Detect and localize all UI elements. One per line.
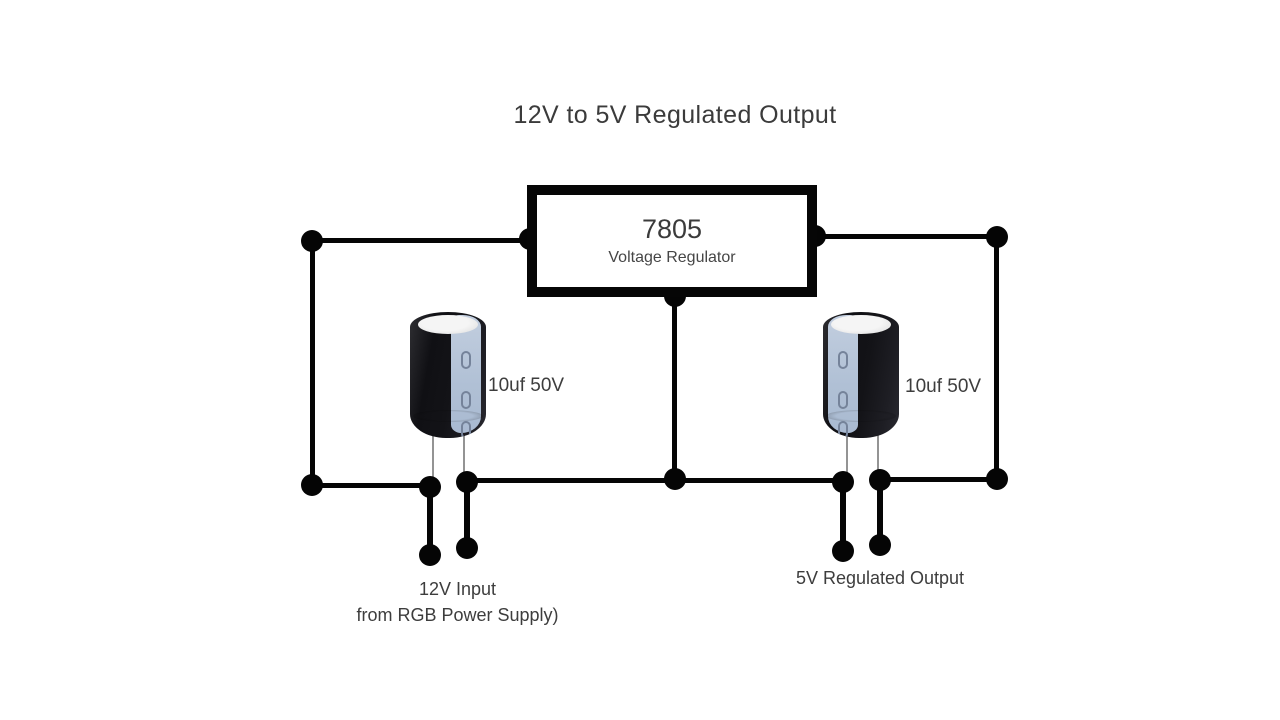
capacitor-right-polarity-stripe xyxy=(828,315,858,438)
polarity-mark-icon xyxy=(838,351,848,369)
wire-output-stub-2 xyxy=(877,481,883,545)
junction-dot-cap-left-lead-1 xyxy=(419,476,441,498)
capacitor-left-top xyxy=(418,315,478,334)
capacitor-right xyxy=(823,312,899,490)
capacitor-right-label: 10uf 50V xyxy=(905,376,982,397)
capacitor-right-body xyxy=(823,312,899,438)
junction-dot-cap-right-lead-1 xyxy=(832,471,854,493)
polarity-mark-icon xyxy=(838,421,848,438)
capacitor-left-lead-1 xyxy=(432,428,434,490)
capacitor-right-lead-2 xyxy=(877,428,879,490)
capacitor-left xyxy=(410,312,486,490)
junction-dot-cap-left-lead-2 xyxy=(456,471,478,493)
wire-output-stub-1 xyxy=(840,483,846,551)
polarity-mark-icon xyxy=(461,391,471,409)
terminal-dot-output-2 xyxy=(869,534,891,556)
wire-right-vertical xyxy=(994,236,999,481)
capacitor-right-crimp xyxy=(826,410,896,422)
terminal-dot-input-1 xyxy=(419,544,441,566)
output-terminal-label: 5V Regulated Output xyxy=(795,568,965,588)
junction-dot-bottom-left xyxy=(301,474,323,496)
wire-input-stub-1 xyxy=(427,488,433,555)
capacitor-left-body xyxy=(410,312,486,438)
terminal-dot-output-1 xyxy=(832,540,854,562)
input-label-line1: 12V Input xyxy=(418,579,497,599)
diagram-title: 12V to 5V Regulated Output xyxy=(513,101,837,129)
regulator-part-name: Voltage Regulator xyxy=(608,248,736,266)
junction-dot-bottom-center xyxy=(664,468,686,490)
capacitor-left-crimp xyxy=(413,410,483,422)
voltage-regulator-box: 7805 Voltage Regulator xyxy=(527,185,817,297)
junction-dot-top-left xyxy=(301,230,323,252)
input-label-line2: from RGB Power Supply) xyxy=(356,605,559,625)
polarity-mark-icon xyxy=(838,391,848,409)
junction-dot-cap-right-lead-2 xyxy=(869,469,891,491)
junction-dot-bottom-right xyxy=(986,468,1008,490)
polarity-mark-icon xyxy=(461,351,471,369)
polarity-mark-icon xyxy=(461,421,471,438)
capacitor-left-lead-2 xyxy=(463,428,465,490)
terminal-dot-input-2 xyxy=(456,537,478,559)
input-terminal-label: 12V Input from RGB Power Supply) xyxy=(325,576,590,628)
wire-top-right xyxy=(815,234,999,239)
wire-bottom-left xyxy=(312,483,431,488)
capacitor-left-label: 10uf 50V xyxy=(488,375,565,396)
wire-top-left xyxy=(312,238,533,243)
wire-bottom-middle xyxy=(466,478,844,483)
capacitor-right-lead-1 xyxy=(846,428,848,490)
wire-input-stub-2 xyxy=(464,483,470,548)
capacitor-right-top xyxy=(831,315,891,334)
regulator-part-number: 7805 xyxy=(641,213,703,244)
wire-left-vertical xyxy=(310,240,315,487)
junction-dot-top-right xyxy=(986,226,1008,248)
wire-bottom-right xyxy=(878,477,998,482)
wire-center-vertical xyxy=(672,294,677,480)
capacitor-left-polarity-stripe xyxy=(451,315,481,438)
